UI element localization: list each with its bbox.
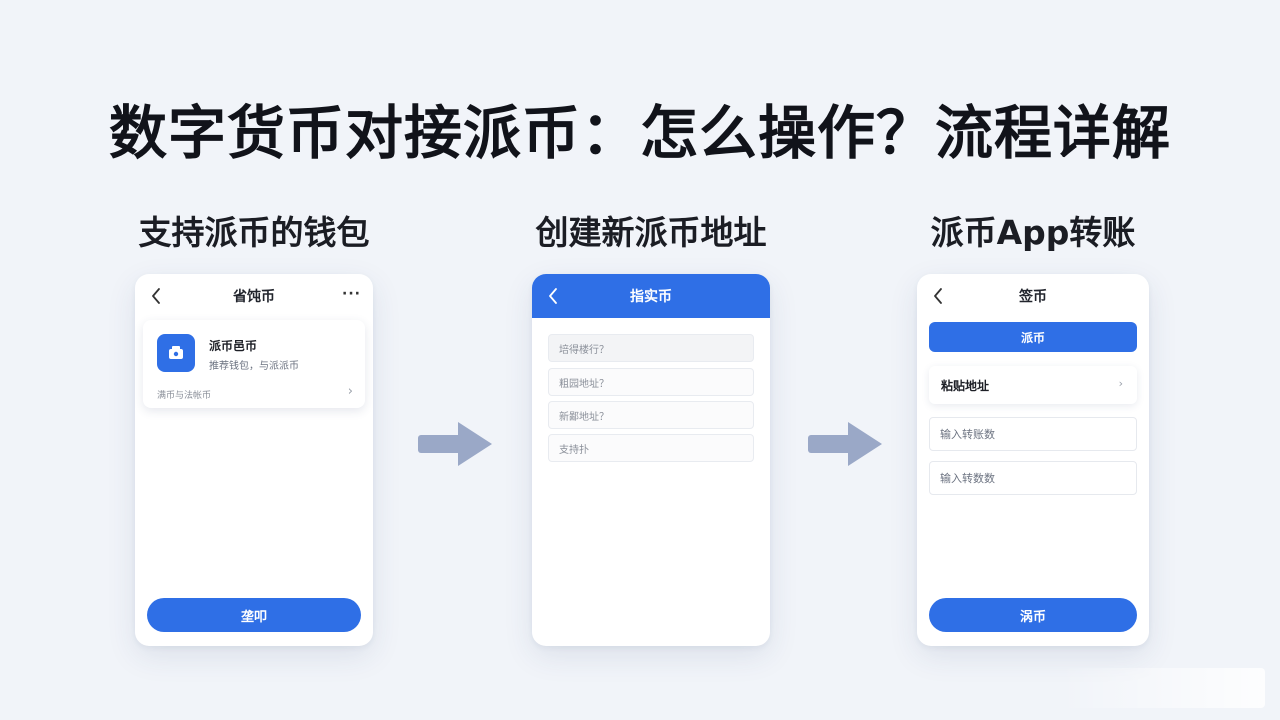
paste-address-label: 粘贴地址 [941, 378, 990, 393]
transfer-header: 签币 [917, 274, 1149, 318]
wallet-header-title: 省饨币 [233, 289, 275, 305]
address-field[interactable]: 新鄙地址？ [548, 401, 754, 429]
step-1-title: 支持派币的钱包 [138, 213, 370, 252]
wallet-footer: 满币与法帐币 [157, 391, 212, 401]
phone-address: 指实币 培得楼行？ 粗园地址？ 新鄙地址？ 支持扑 [532, 274, 770, 646]
phone-transfer: 签币 派币 粘贴地址 › 输入转账数 输入转数数 涡币 [917, 274, 1149, 646]
address-field[interactable]: 培得楼行？ [548, 334, 754, 362]
address-header-title: 指实币 [630, 289, 672, 305]
address-field[interactable]: 粗园地址？ [548, 368, 754, 396]
amount-input[interactable]: 输入转数数 [929, 461, 1137, 495]
paste-address-row[interactable]: 粘贴地址 › [929, 366, 1137, 404]
address-header: 指实币 [532, 274, 770, 318]
arrow-right-icon [808, 422, 882, 466]
phone-wallet: 省饨币 ··· 派币邑币 推荐钱包，与派派币 满币与法帐币 › 垄叩 [135, 274, 373, 646]
wallet-header: 省饨币 ··· [135, 274, 373, 318]
address-field[interactable]: 支持扑 [548, 434, 754, 462]
step-3-title: 派币App转账 [930, 213, 1136, 252]
wallet-card[interactable]: 派币邑币 推荐钱包，与派派币 满币与法帐币 › [143, 320, 365, 408]
more-icon[interactable]: ··· [342, 286, 361, 302]
wallet-name: 派币邑币 [209, 339, 258, 353]
chevron-right-icon: › [347, 384, 353, 399]
chevron-right-icon: › [1118, 377, 1123, 390]
back-icon[interactable] [929, 286, 947, 306]
amount-input[interactable]: 输入转账数 [929, 417, 1137, 451]
transfer-header-title: 签币 [1019, 289, 1047, 305]
wallet-desc: 推荐钱包，与派派币 [209, 361, 299, 372]
wallet-action-button[interactable]: 垄叩 [147, 598, 361, 632]
back-icon[interactable] [147, 286, 165, 306]
wallet-logo-icon [157, 334, 195, 372]
arrow-right-icon [418, 422, 492, 466]
back-icon[interactable] [544, 286, 562, 306]
watermark [1060, 668, 1265, 708]
transfer-submit-button[interactable]: 涡币 [929, 598, 1137, 632]
step-2-title: 创建新派币地址 [535, 213, 767, 252]
page-title: 数字货币对接派币：怎么操作？流程详解 [108, 99, 1171, 167]
coin-tab-button[interactable]: 派币 [929, 322, 1137, 352]
